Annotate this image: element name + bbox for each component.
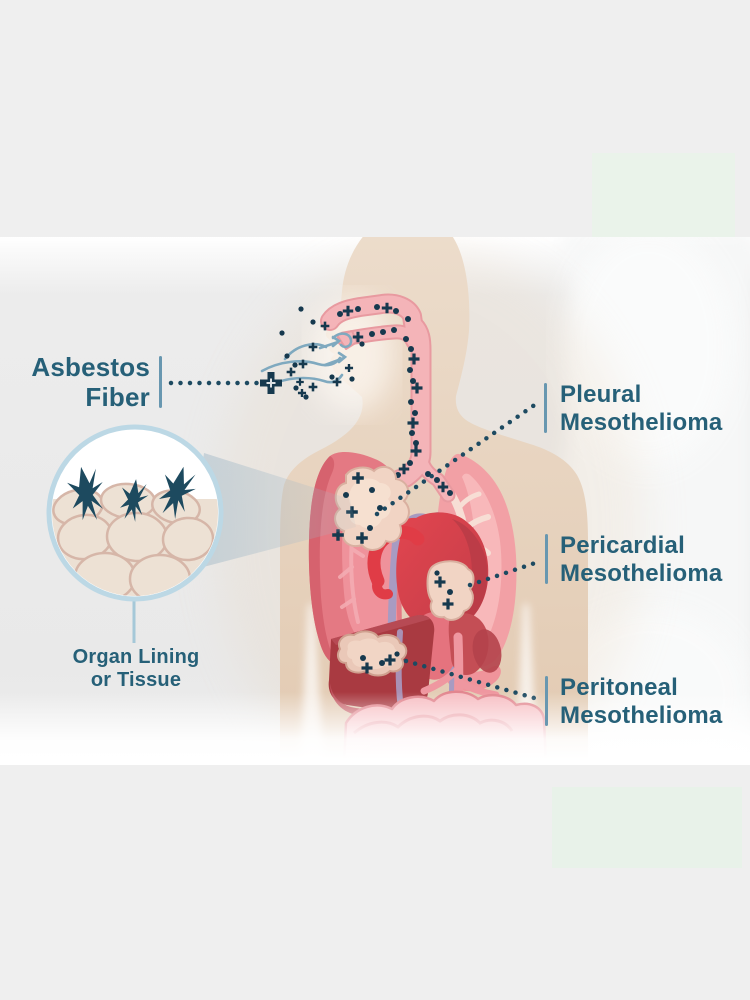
background-accent-bottom-right bbox=[552, 787, 742, 868]
pleural-label-rule bbox=[544, 383, 547, 433]
pleural-tumor bbox=[332, 465, 410, 551]
wind-arrow-icon bbox=[323, 351, 348, 367]
magnifier-circle bbox=[46, 424, 224, 643]
pleural-leader bbox=[374, 401, 539, 517]
wind-arrow-icon bbox=[318, 335, 342, 350]
asbestos-label-rule bbox=[159, 356, 162, 408]
label-asbestos-fiber: Asbestos Fiber bbox=[31, 352, 150, 412]
mesothelioma-diagram-illustration bbox=[0, 237, 750, 765]
illustration-band: Asbestos Fiber Pleural Mesothelioma Peri… bbox=[0, 237, 750, 765]
magnifier-cone bbox=[188, 453, 356, 571]
leader-lines bbox=[168, 380, 544, 703]
airborne-particles bbox=[279, 306, 365, 400]
label-peritoneal-mesothelioma: Peritoneal Mesothelioma bbox=[560, 674, 723, 730]
label-organ-lining-or-tissue: Organ Lining or Tissue bbox=[72, 646, 200, 691]
label-pleural-mesothelioma: Pleural Mesothelioma bbox=[560, 381, 723, 437]
pericardial-leader bbox=[467, 558, 544, 588]
bottom-fade bbox=[0, 692, 750, 765]
peritoneal-tumor bbox=[337, 630, 408, 677]
background-accent-top-right bbox=[592, 153, 735, 237]
label-pericardial-mesothelioma: Pericardial Mesothelioma bbox=[560, 532, 723, 588]
peritoneal-label-rule bbox=[545, 676, 548, 726]
pericardial-tumor bbox=[426, 560, 475, 621]
pericardial-label-rule bbox=[545, 534, 548, 584]
